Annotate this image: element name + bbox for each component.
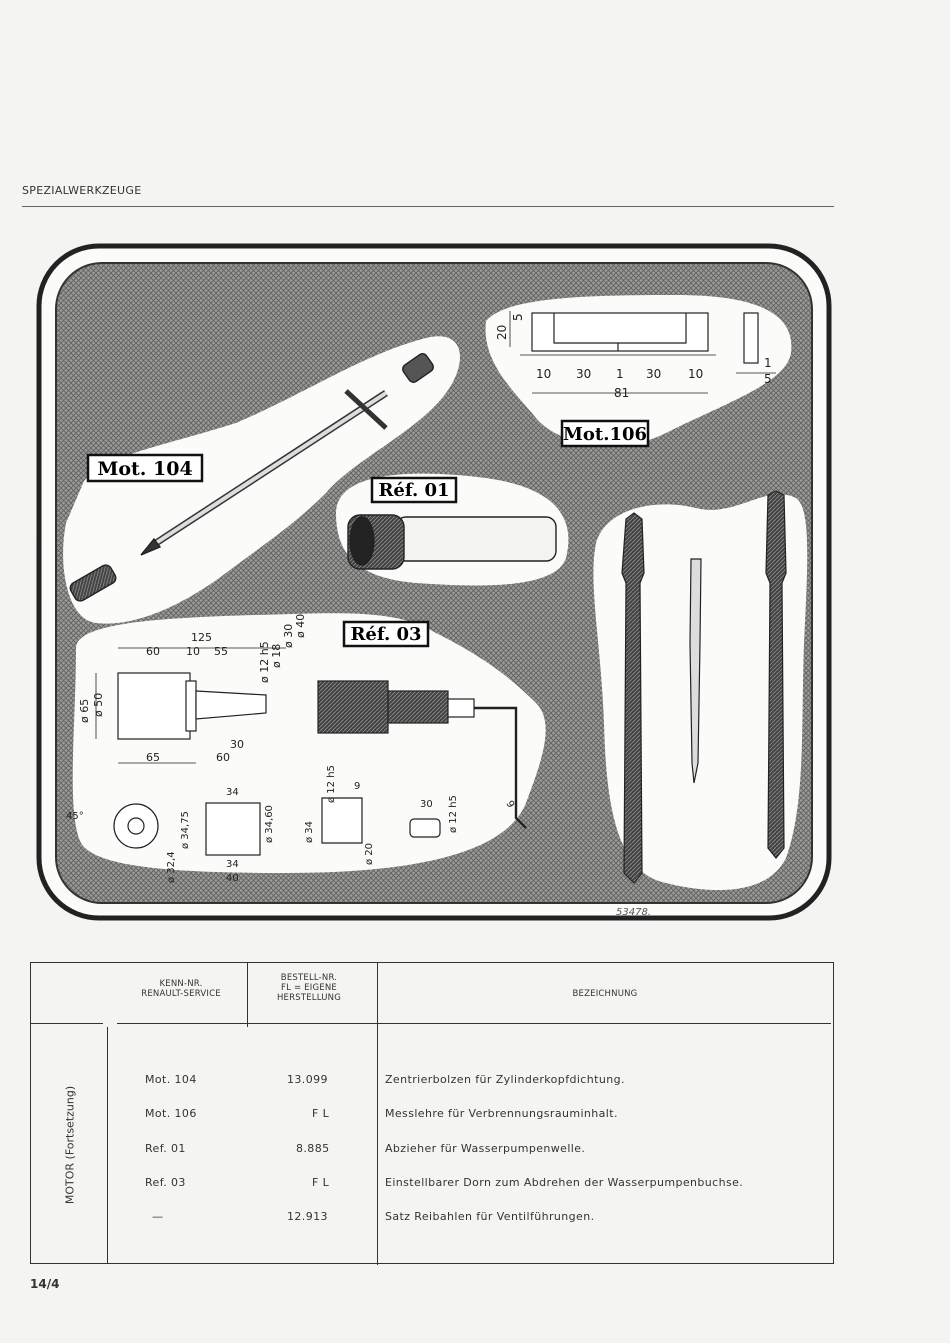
svg-text:30: 30 [230,738,244,751]
svg-text:ø 12 h5: ø 12 h5 [448,795,459,833]
svg-text:ø 18: ø 18 [270,644,283,668]
ref01-drawing [347,514,557,570]
tools-illustration: Mot. 104 20 5 10 30 1 30 10 81 1 5 [36,243,832,923]
mot106-tag: Mot.106 [560,419,650,448]
svg-text:40: 40 [226,873,239,884]
svg-text:45°: 45° [66,811,84,822]
figure-number: 53478. [616,907,651,918]
ref03-detail-dimensions: 34 45° ø 34,75 ø 34,60 34 40 ø 32,4 ø 12… [66,765,516,884]
svg-text:ø 20: ø 20 [364,843,375,865]
svg-text:1: 1 [764,356,772,370]
svg-text:ø 50: ø 50 [92,693,105,717]
svg-text:9: 9 [354,781,360,792]
svg-text:10: 10 [688,367,703,381]
header-kenn-nr: KENN-NR. RENAULT-SERVICE [141,979,221,999]
svg-text:ø 12 h5: ø 12 h5 [326,765,337,803]
svg-text:9: 9 [503,799,516,810]
section-label: MOTOR (Fortsetzung) [63,1085,77,1205]
tools-table: KENN-NR. RENAULT-SERVICE BESTELL-NR. FL … [30,962,834,1265]
header-divider [22,206,834,207]
ref03-dimensions: 125 60 10 55 ø 12 h5 ø 18 ø 30 ø 40 ø 65… [78,614,307,764]
ref01-label: Réf. 01 [378,480,449,501]
svg-text:30: 30 [420,799,433,810]
reamer-set-drawing [621,490,787,884]
ref03-drawing [95,647,527,829]
page-number: 14/4 [30,1277,60,1291]
section-divider [107,1027,108,1263]
svg-text:ø 12 h5: ø 12 h5 [258,641,271,683]
table-column-divider [247,963,248,1027]
header-bezeichnung: BEZEICHNUNG [572,989,638,999]
svg-text:10: 10 [186,645,200,658]
svg-text:81: 81 [614,386,629,400]
svg-text:60: 60 [146,645,160,658]
page-header-title: SPEZIALWERKZEUGE [22,184,142,197]
svg-text:34: 34 [226,859,239,870]
header-rule [117,1023,831,1025]
ref03-details [113,797,441,856]
cutout-reamers [593,494,808,891]
svg-text:ø 65: ø 65 [78,699,91,723]
mot104-tag: Mot. 104 [86,453,204,483]
mot106-label: Mot.106 [563,424,647,445]
svg-text:ø 40: ø 40 [294,614,307,638]
ref03-tag: Réf. 03 [342,620,430,648]
table-column-divider [377,963,378,1265]
mot104-drawing [69,353,434,602]
svg-text:30: 30 [646,367,661,381]
svg-text:ø 34,60: ø 34,60 [264,805,275,843]
ref03-label: Réf. 03 [350,624,421,645]
svg-text:30: 30 [576,367,591,381]
svg-text:20: 20 [495,325,509,340]
svg-text:125: 125 [191,631,212,644]
mot106-dimensions: 20 5 10 30 1 30 10 81 1 5 [495,313,772,400]
svg-text:5: 5 [764,372,772,386]
ref01-tag: Réf. 01 [370,476,458,504]
svg-text:ø 32,4: ø 32,4 [166,851,177,883]
header-rule [31,1023,103,1025]
svg-text:55: 55 [214,645,228,658]
cutout-ref03 [72,613,546,873]
svg-text:34: 34 [226,787,239,798]
svg-text:ø 30: ø 30 [282,624,295,648]
mot104-label: Mot. 104 [97,458,192,480]
header-bestell-nr: BESTELL-NR. FL = EIGENE HERSTELLUNG [276,973,342,1003]
svg-text:ø 34: ø 34 [304,821,315,843]
svg-text:10: 10 [536,367,551,381]
svg-text:65: 65 [146,751,160,764]
mot106-drawing [509,311,776,394]
svg-text:ø 34,75: ø 34,75 [180,811,191,849]
svg-text:5: 5 [511,313,525,321]
svg-text:60: 60 [216,751,230,764]
svg-text:1: 1 [616,367,624,381]
